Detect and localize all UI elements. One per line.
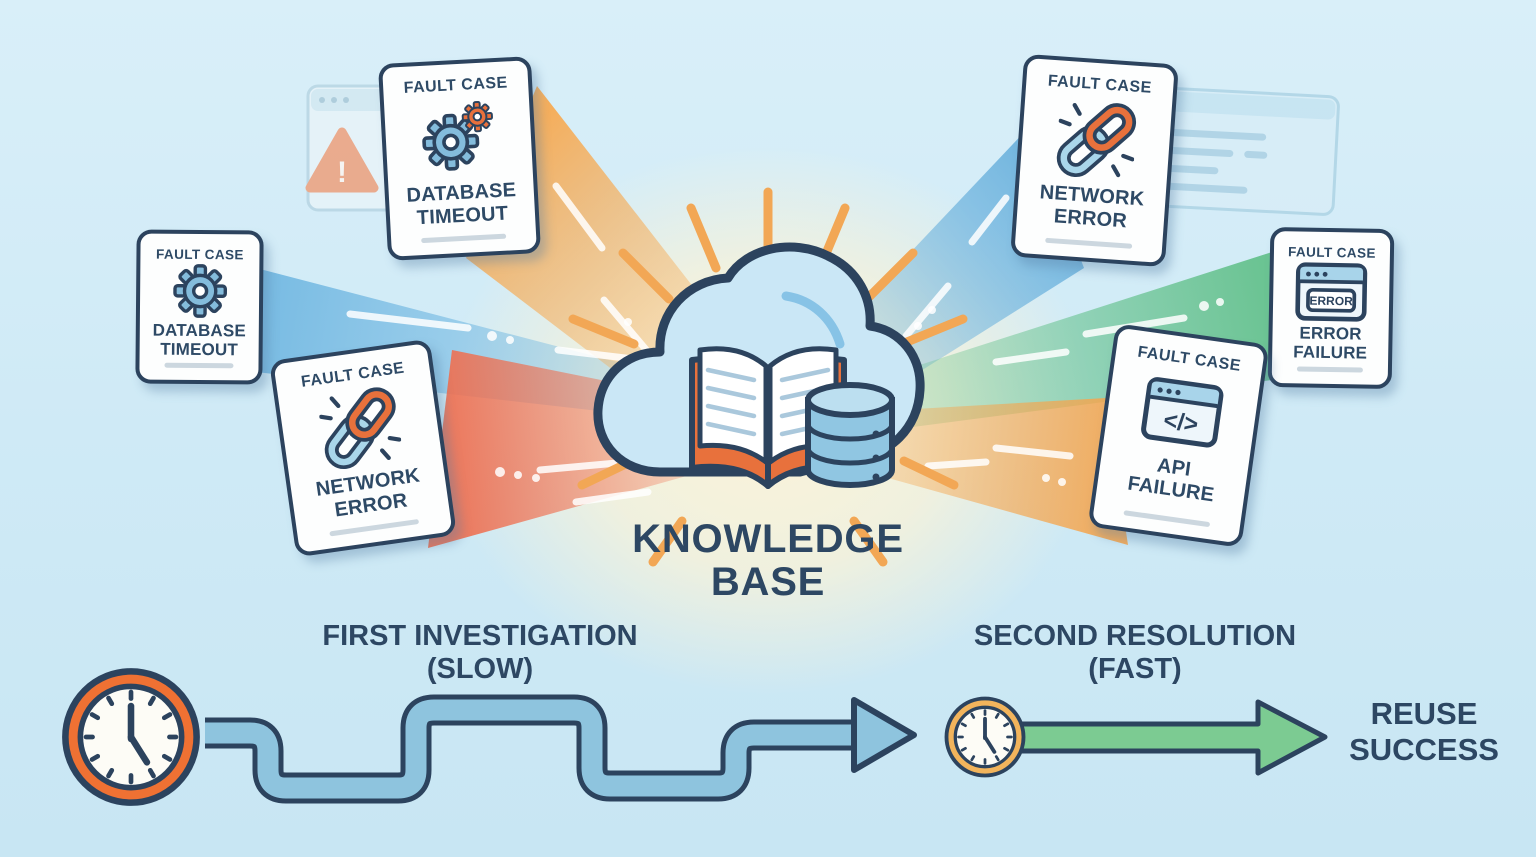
card-title: FAULT CASE [1047,72,1153,97]
card-label: ERROR FAILURE [1293,323,1368,363]
fault-card-error-failure: FAULT CASE ERROR ERROR FAILURE [1267,226,1395,390]
svg-text:ERROR: ERROR [1309,294,1353,309]
fault-card-network-error-right: FAULT CASE NETWORK ERROR [1010,53,1179,268]
card-divider [1045,237,1132,249]
card-title: FAULT CASE [1136,343,1242,375]
card-label: DATABASE TIMEOUT [152,320,247,359]
broken-link-icon [1054,98,1137,181]
fault-card-database-timeout-top: FAULT CASE DATABASE TIMEOUT [377,56,542,261]
first-investigation-label: FIRST INVESTIGATION (SLOW) [322,620,638,686]
reuse-success-label: REUSE SUCCESS [1349,696,1499,767]
gears-icon [420,100,494,172]
browser-error-icon: ERROR [1295,262,1368,322]
fault-card-network-error-left: FAULT CASE NETWORK ERROR [269,338,457,558]
clock-icon-small [944,696,1026,778]
card-divider [421,233,507,244]
code-glyph: </> [1161,407,1199,439]
knowledge-base-title: KNOWLEDGE BASE [632,517,904,604]
fast-arrow [1007,699,1328,776]
card-divider [1123,510,1210,528]
card-divider [1296,366,1364,373]
broken-link-icon [316,384,404,472]
knowledge-base-art [593,242,925,489]
second-resolution-label: SECOND RESOLUTION (FAST) [973,620,1297,686]
svg-text:!: ! [337,156,347,189]
warning-icon [305,127,379,193]
database-icon [805,382,895,488]
faded-browser-window-right [1147,86,1340,216]
fault-card-database-timeout-left: FAULT CASE DATABASE TIMEOUT [135,229,264,385]
card-label: DATABASE TIMEOUT [405,179,517,230]
card-title: FAULT CASE [403,74,509,97]
clock-icon [65,671,196,802]
fault-card-api-failure: FAULT CASE </> API FAILURE [1087,323,1270,548]
gear-icon [172,264,227,319]
card-label: NETWORK ERROR [314,464,422,521]
slow-arrowhead [851,697,917,773]
card-divider [328,518,420,537]
card-label: NETWORK ERROR [1038,181,1145,233]
cloud-highlight [781,291,845,349]
card-title: FAULT CASE [155,246,244,263]
slow-path-arrow [205,694,917,804]
card-title: FAULT CASE [1287,244,1376,261]
card-divider [164,362,234,369]
code-browser-icon: </> [1140,377,1223,448]
card-label: API FAILURE [1126,454,1216,507]
